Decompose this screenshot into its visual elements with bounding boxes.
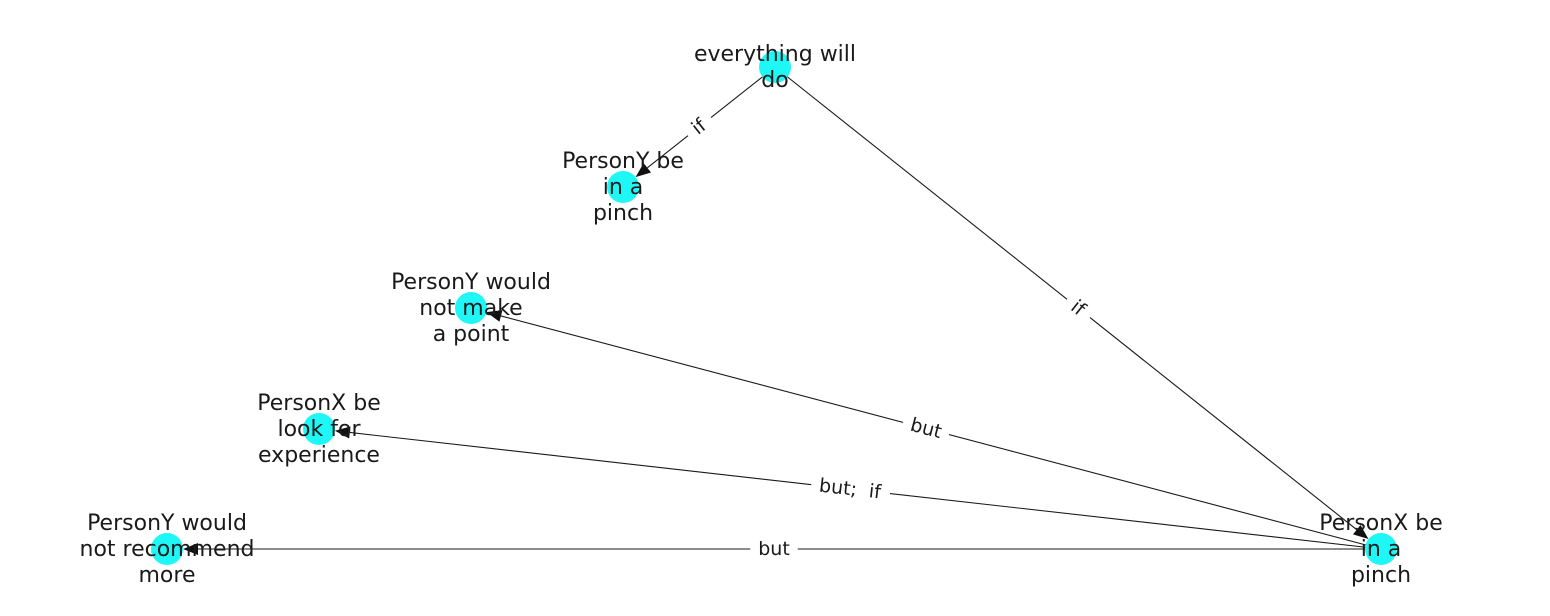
node-label-line: PersonY be <box>562 149 684 174</box>
arrowhead-icon <box>334 426 351 439</box>
arrowhead-icon <box>635 163 652 178</box>
node-label-line: PersonY would <box>391 270 551 295</box>
node-label-line: experience <box>258 443 380 468</box>
node-label-line: everything will <box>694 42 856 67</box>
node-label-line: not recommend <box>80 537 255 562</box>
edge-everything-to-py_pinch <box>646 66 776 169</box>
node-circle <box>607 171 639 203</box>
edge-label-group: if <box>1058 288 1099 329</box>
edge-label-group: but <box>899 408 953 449</box>
node-label-line: PersonY would <box>87 511 247 536</box>
edge-label-group: but; if <box>809 470 892 508</box>
edge-everything-to-px_pinch <box>774 66 1358 531</box>
node-label-line: in a <box>1361 537 1402 562</box>
node-label-line: look for <box>277 417 361 442</box>
node-label-line: pinch <box>1351 563 1411 588</box>
edges-layer <box>183 66 1382 555</box>
edge-label-background <box>750 535 798 563</box>
node-label-line: in a <box>603 175 644 200</box>
edge-label-group: if <box>679 106 720 147</box>
node-label-line: do <box>761 68 788 93</box>
arrowhead-icon <box>1353 525 1369 540</box>
node-circle <box>303 413 335 445</box>
edge-label-background <box>809 470 892 508</box>
edge-label-background <box>899 408 953 449</box>
edge-label-group: but <box>750 535 798 563</box>
node-circle <box>455 292 487 324</box>
node-circle <box>759 51 791 83</box>
edge-label: but <box>758 538 790 560</box>
node-circle <box>1365 533 1397 565</box>
node-label-line: more <box>139 563 196 588</box>
node-label-line: a point <box>433 322 510 347</box>
node-label-line: PersonX be <box>257 391 381 416</box>
arrowhead-icon <box>486 310 503 322</box>
node-label-line: PersonX be <box>1319 511 1443 536</box>
node-label-line: pinch <box>593 201 653 226</box>
edge-label-background <box>679 106 720 147</box>
node-circle <box>151 533 183 565</box>
arrowhead-icon <box>183 543 198 555</box>
edge-label-background <box>1058 288 1099 329</box>
node-label-line: not make <box>419 296 522 321</box>
